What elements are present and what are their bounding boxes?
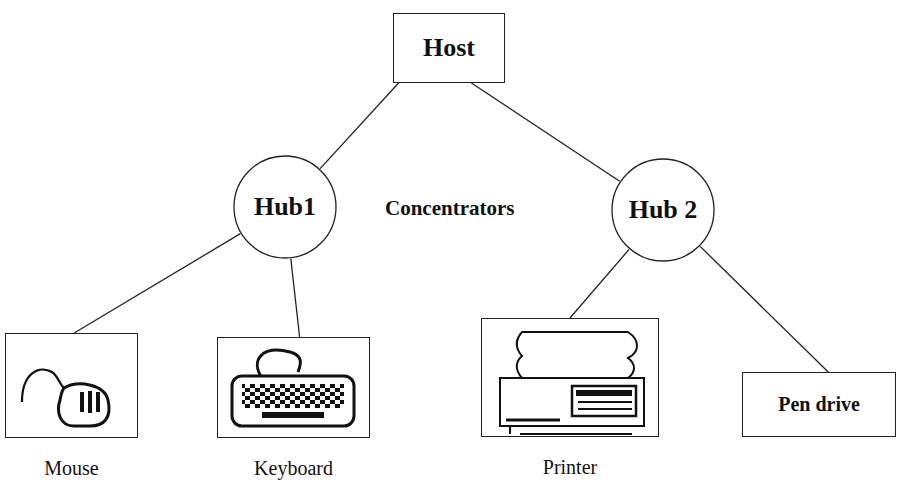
connector-line — [291, 259, 300, 337]
keyboard-icon — [232, 350, 354, 426]
host-box: Host — [393, 13, 505, 83]
connector-line — [320, 83, 398, 169]
node-label: Hub1 — [254, 192, 316, 222]
device-caption: Printer — [543, 456, 597, 479]
device-caption: Keyboard — [254, 457, 333, 480]
device-box: Keyboard — [217, 337, 370, 438]
connector-line — [471, 83, 619, 181]
device-box: Printer — [481, 318, 659, 437]
hub-circle: Hub1 — [233, 155, 337, 259]
device-box: Mouse — [5, 333, 138, 438]
node-label: Pen drive — [778, 393, 860, 416]
connector-line — [700, 246, 828, 372]
node-label: Hub 2 — [629, 195, 698, 225]
connector-line — [74, 234, 240, 333]
hub-circle: Hub 2 — [611, 158, 715, 262]
node-label: Host — [423, 33, 475, 63]
mouse-icon — [22, 370, 109, 426]
device-caption: Mouse — [44, 457, 98, 480]
group-label: Concentrators — [385, 196, 514, 221]
device-box: Pen drive — [742, 372, 896, 437]
connector-line — [570, 249, 629, 318]
printer-icon — [500, 332, 644, 434]
